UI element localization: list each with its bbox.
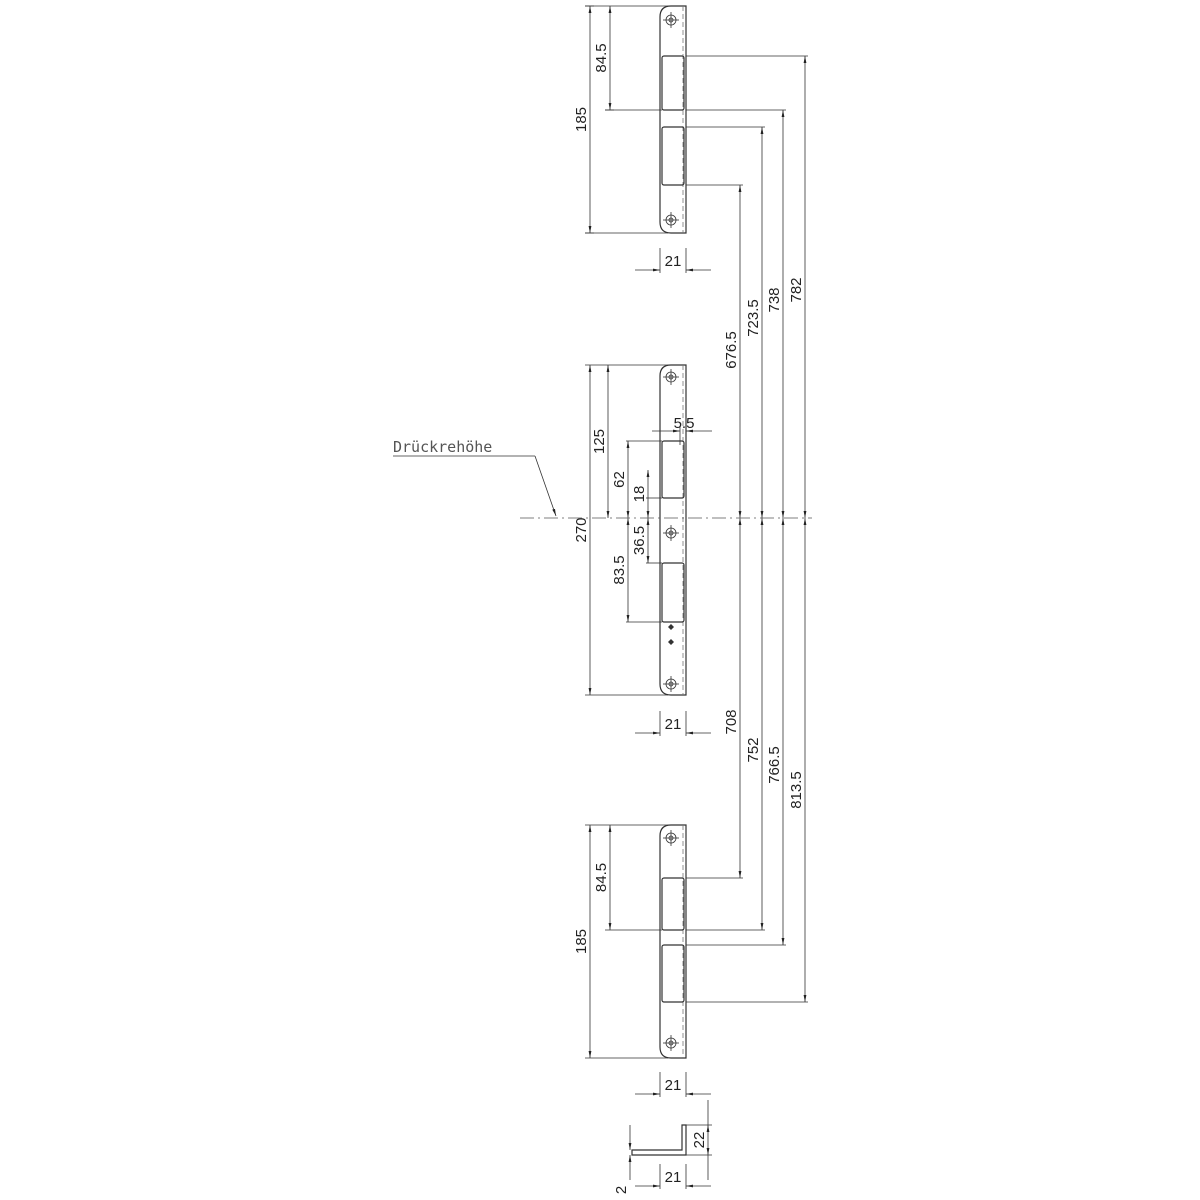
middle-strike-plate xyxy=(659,364,687,696)
dim-slot-bottom: 83.5 xyxy=(611,518,630,622)
dimension-value: 766.5 xyxy=(766,746,783,784)
dimension-value: 84.5 xyxy=(593,863,610,892)
dimension-value: 22 xyxy=(691,1132,708,1149)
screw-hole-icon xyxy=(663,1035,679,1051)
dim-bottom-width: 21 xyxy=(635,1072,711,1097)
dim-middle-height: 270 xyxy=(573,365,592,695)
dim-slot-top: 62 xyxy=(611,441,630,518)
top-strike-plate xyxy=(659,5,687,234)
dimension-value: 723.5 xyxy=(745,299,762,337)
dim-bottom-height: 185 xyxy=(573,825,592,1058)
dimension-value: 676.5 xyxy=(723,331,740,369)
dimension-value: 708 xyxy=(723,709,740,734)
dim-bottom-slot-offset: 84.5 xyxy=(593,825,612,930)
dimension-value: 21 xyxy=(665,253,682,270)
dim-lower-distance: 766.5 xyxy=(766,518,785,945)
latch-slot xyxy=(661,944,685,1003)
dimension-value: 185 xyxy=(573,107,590,132)
pin-mark-icon xyxy=(668,639,674,645)
dimension-value: 36.5 xyxy=(631,526,648,555)
dimension-value: 752 xyxy=(745,737,762,762)
screw-hole-icon xyxy=(663,369,679,385)
dim-thickness: 2 xyxy=(613,1125,632,1194)
screw-hole-icon xyxy=(663,525,679,541)
dim-middle-width: 21 xyxy=(635,711,711,736)
latch-slot xyxy=(661,126,685,186)
dim-upper-distance: 723.5 xyxy=(745,126,764,518)
pin-mark-icon xyxy=(668,624,674,630)
dimension-value: 84.5 xyxy=(593,43,610,72)
dimension-value: 782 xyxy=(788,277,805,302)
latch-slot xyxy=(661,562,685,623)
dimension-value: 125 xyxy=(591,429,608,454)
dimension-value: 2 xyxy=(613,1186,630,1194)
dimension-value: 21 xyxy=(665,1169,682,1186)
dim-recess: 5.5 xyxy=(652,415,712,445)
bottom-strike-plate xyxy=(659,824,687,1059)
handle-height-text: Drückrehöhe xyxy=(393,438,492,456)
dim-top-height: 185 xyxy=(573,5,594,234)
dim-top-width: 21 xyxy=(635,248,711,273)
screw-hole-icon xyxy=(663,676,679,692)
dimension-value: 21 xyxy=(665,716,682,733)
latch-slot xyxy=(661,877,685,931)
dim-top-slot-offset: 84.5 xyxy=(593,5,614,111)
dimension-value: 185 xyxy=(573,929,590,954)
latch-slot xyxy=(661,55,685,111)
dimension-value: 270 xyxy=(573,517,590,542)
dim-lower-gap: 36.5 xyxy=(631,518,650,563)
dimension-value: 18 xyxy=(631,486,648,503)
handle-height-label: Drückrehöhe xyxy=(393,438,557,517)
dim-upper-distance: 676.5 xyxy=(723,185,742,518)
dim-upper-distance: 738 xyxy=(766,110,785,518)
dim-lower-distance: 708 xyxy=(723,518,742,878)
dimension-value: 83.5 xyxy=(611,555,628,584)
dimension-value: 62 xyxy=(611,471,628,488)
dimension-value: 5.5 xyxy=(674,415,695,432)
dim-lower-distance: 813.5 xyxy=(788,518,807,1002)
dimension-value: 738 xyxy=(766,287,783,312)
dim-middle-top-center: 125 xyxy=(591,365,610,518)
dim-upper-gap: 18 xyxy=(631,470,650,518)
dim-profile-width: 21 xyxy=(635,1164,711,1189)
dim-flange: 22 xyxy=(691,1125,710,1155)
dimension-value: 813.5 xyxy=(788,771,805,809)
side-profile xyxy=(631,1124,687,1156)
screw-hole-icon xyxy=(663,212,679,228)
latch-slot xyxy=(661,440,685,499)
screw-hole-icon xyxy=(663,830,679,846)
dim-lower-distance: 752 xyxy=(745,518,764,930)
dimension-value: 21 xyxy=(665,1077,682,1094)
dim-upper-distance: 782 xyxy=(788,56,807,518)
screw-hole-icon xyxy=(663,12,679,28)
